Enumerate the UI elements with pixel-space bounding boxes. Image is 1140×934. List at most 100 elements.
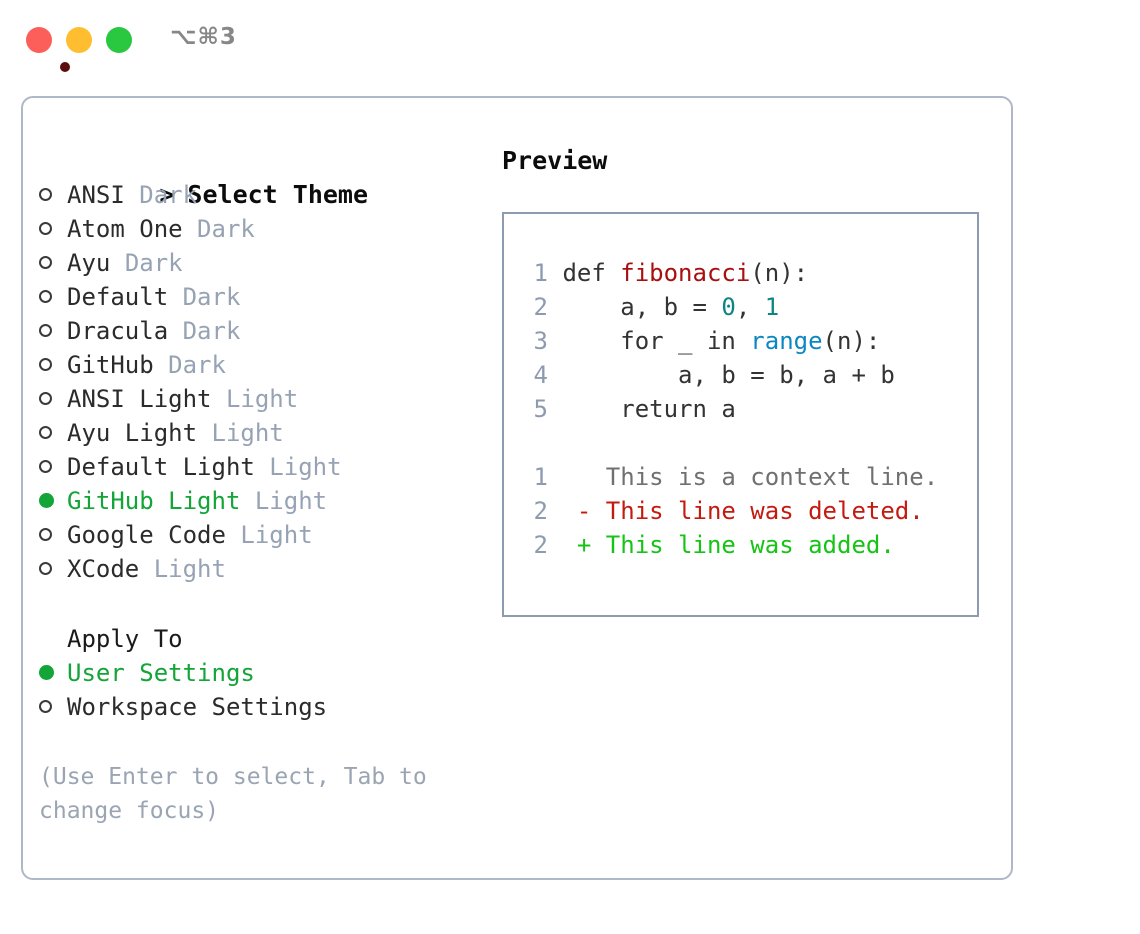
diff-text: This line was added. — [591, 531, 895, 559]
line-number: 2 — [533, 293, 548, 321]
code-token-num: 1 — [764, 293, 780, 321]
code-token-fn: fibonacci — [620, 259, 751, 287]
theme-option-label: Default Light — [67, 453, 255, 481]
code-token-plain: for _ in — [562, 327, 751, 355]
radio-mark — [39, 324, 52, 337]
radio-mark — [39, 392, 52, 405]
diff-marker — [577, 463, 591, 491]
apply-to-option-label: User Settings — [67, 659, 255, 687]
radio-unselected-icon — [39, 518, 67, 552]
theme-variant-tag: Dark — [168, 351, 226, 379]
theme-variant-tag: Dark — [197, 215, 255, 243]
code-token-bi: range — [750, 327, 823, 355]
theme-variant-tag: Dark — [139, 181, 198, 209]
label-spacer — [168, 283, 182, 311]
recording-indicator-icon — [60, 62, 70, 72]
gutter-spacer — [548, 361, 562, 389]
label-spacer — [110, 249, 124, 277]
theme-option-ansi[interactable]: ANSI Dark — [39, 178, 489, 212]
apply-to-option-label: Workspace Settings — [67, 693, 328, 721]
theme-variant-tag: Light — [240, 521, 313, 549]
line-number: 4 — [533, 361, 548, 389]
theme-variant-tag: Light — [254, 487, 328, 515]
minimize-button[interactable] — [66, 27, 92, 53]
diff-text: This line was deleted. — [591, 497, 924, 525]
code-line: 4 a, b = b, a + b — [522, 358, 938, 392]
keyboard-hint-text: (Use Enter to select, Tab to change focu… — [39, 764, 441, 824]
radio-mark — [39, 256, 52, 269]
radio-unselected-icon — [39, 246, 67, 280]
theme-option-atom-one[interactable]: Atom One Dark — [39, 212, 489, 246]
code-line: 5 return a — [522, 392, 938, 426]
theme-variant-tag: Dark — [124, 249, 183, 277]
theme-option-ansi-light[interactable]: ANSI Light Light — [39, 382, 489, 416]
gutter-spacer — [548, 259, 562, 287]
code-token-num: 0 — [721, 293, 736, 321]
radio-unselected-icon — [39, 450, 67, 484]
diff-line-del: 2 - This line was deleted. — [522, 494, 938, 528]
theme-option-label: Atom One — [67, 215, 183, 243]
theme-option-label: Ayu — [67, 249, 111, 277]
theme-option-label: Dracula — [67, 317, 169, 345]
radio-unselected-icon — [39, 212, 67, 246]
theme-option-label: ANSI Light — [67, 385, 212, 413]
radio-mark — [39, 460, 52, 473]
theme-option-dracula[interactable]: Dracula Dark — [39, 314, 489, 348]
gutter-spacer — [548, 293, 562, 321]
theme-option-google-code[interactable]: Google Code Light — [39, 518, 489, 552]
line-number: 1 — [533, 463, 548, 491]
code-token-plain: a, b = b, a + b — [562, 361, 895, 389]
radio-selected-icon — [39, 484, 67, 518]
preview-title: Preview — [502, 146, 608, 175]
label-spacer — [139, 555, 153, 583]
theme-option-label: GitHub Light — [67, 487, 241, 515]
theme-option-xcode[interactable]: XCode Light — [39, 552, 489, 586]
theme-variant-tag: Light — [225, 385, 299, 413]
radio-unselected-icon — [39, 552, 67, 586]
code-line: 2 a, b = 0, 1 — [522, 290, 938, 324]
gutter-spacer — [548, 327, 562, 355]
label-spacer — [197, 419, 211, 447]
label-spacer — [154, 351, 168, 379]
theme-option-default-light[interactable]: Default Light Light — [39, 450, 489, 484]
theme-option-default[interactable]: Default Dark — [39, 280, 489, 314]
theme-option-github[interactable]: GitHub Dark — [39, 348, 489, 382]
label-spacer — [255, 453, 269, 481]
radio-mark — [39, 426, 52, 439]
radio-unselected-icon — [39, 314, 67, 348]
theme-option-github-light[interactable]: GitHub Light Light — [39, 484, 489, 518]
theme-option-label: Default — [67, 283, 169, 311]
theme-option-ayu[interactable]: Ayu Dark — [39, 246, 489, 280]
radio-unselected-icon — [39, 690, 67, 724]
page-title: Select Theme — [187, 180, 369, 209]
keyboard-shortcut-label: ⌥⌘3 — [170, 24, 237, 50]
theme-option-label: XCode — [67, 555, 140, 583]
apply-to-option-user-settings[interactable]: User Settings — [39, 656, 489, 690]
code-token-plain: def — [562, 259, 621, 287]
gutter-spacer — [548, 531, 577, 559]
radio-mark — [39, 493, 54, 508]
apply-to-option-workspace-settings[interactable]: Workspace Settings — [39, 690, 489, 724]
radio-mark — [39, 188, 52, 201]
radio-unselected-icon — [39, 348, 67, 382]
code-token-plain: return a — [562, 395, 736, 423]
radio-mark — [39, 700, 52, 713]
title-bar: ⌥⌘3 — [0, 0, 1140, 78]
label-spacer — [240, 487, 254, 515]
theme-option-ayu-light[interactable]: Ayu Light Light — [39, 416, 489, 450]
maximize-button[interactable] — [106, 27, 132, 53]
close-button[interactable] — [26, 27, 70, 72]
theme-option-label: ANSI — [67, 181, 125, 209]
code-token-plain: a, b = — [562, 293, 722, 321]
label-spacer — [168, 317, 182, 345]
theme-variant-tag: Light — [153, 555, 226, 583]
radio-mark — [39, 528, 52, 541]
section-spacer — [39, 586, 489, 622]
radio-mark — [39, 290, 52, 303]
select-theme-header: >Select Theme — [39, 144, 489, 209]
